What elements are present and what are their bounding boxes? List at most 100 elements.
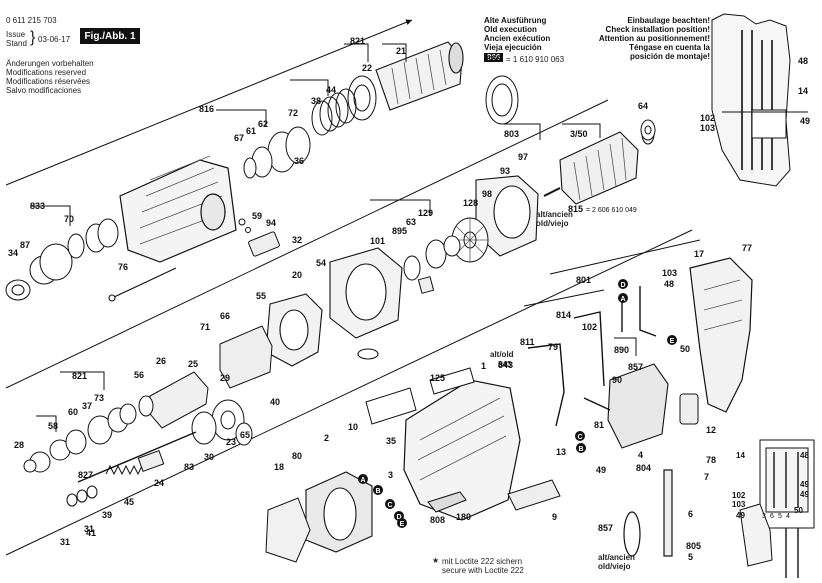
handle-17 — [689, 257, 753, 413]
alt-note-1a: alt/ancien — [536, 210, 573, 219]
part-label: 34 — [8, 248, 18, 258]
part-label: 70 — [64, 214, 74, 224]
install-note-line-5: posición de montaje! — [629, 52, 710, 61]
alt-note-3a: alt/ancien — [598, 553, 635, 562]
part-label: 94 — [266, 218, 276, 228]
part-label: 31 — [84, 524, 94, 534]
part-label: 93 — [500, 166, 510, 176]
inset-top-label: 102 — [700, 113, 715, 123]
part-label: 102 — [582, 322, 597, 332]
circle-marker-c-1: C — [385, 499, 395, 509]
part-label: 23 — [226, 437, 236, 447]
part-label: 821 — [350, 36, 365, 46]
cable-6 — [663, 469, 673, 557]
front-cap-parts — [5, 218, 119, 301]
loctite-line-1: mit Loctite 222 sichern — [442, 557, 523, 566]
circle-marker-c-2: C — [575, 431, 585, 441]
circle-marker-a-2: A — [618, 293, 628, 303]
intermediate-housing-54 — [329, 247, 403, 360]
part-label: 12 — [706, 425, 716, 435]
part-label: 73 — [94, 393, 104, 403]
inset-top-label: 49 — [800, 116, 810, 126]
part-label: 3/50 — [570, 129, 588, 139]
inset-bottom-label: 5 — [778, 513, 782, 520]
inset-handle-wiring — [711, 13, 808, 187]
notice-4: Salvo modificaciones — [6, 86, 82, 95]
circle-marker-a-1: A — [358, 474, 368, 484]
install-note-line-2: Check installation position! — [605, 25, 710, 34]
part-label: 180 — [456, 512, 471, 522]
part-label: 833 — [30, 201, 45, 211]
part-label: 815 — [568, 204, 583, 214]
notice-3: Modifications réservées — [6, 77, 91, 86]
part-label: 9 — [552, 512, 557, 522]
part-label: 98 — [482, 189, 492, 199]
part-label: 61 — [246, 126, 256, 136]
svg-text:B: B — [578, 446, 583, 453]
issue-date: 03-06-17 — [38, 35, 71, 44]
part-label: 21 — [396, 46, 406, 56]
part-label: 125 — [430, 373, 445, 383]
part-label: 811 — [520, 337, 535, 347]
part-label: 48 — [664, 279, 674, 289]
part-label: 857 — [598, 523, 613, 533]
inset-right-label: 48 — [800, 451, 809, 460]
shaft-76 — [108, 267, 177, 302]
part-label: 72 — [288, 108, 298, 118]
old-version-part-number: = 1 610 910 063 — [506, 55, 565, 64]
part-label: 79 — [548, 342, 558, 352]
loctite-line-2: secure with Loctite 222 — [442, 566, 524, 575]
inset-bottom-label: 3 — [762, 513, 766, 520]
shaft-24 — [77, 431, 197, 483]
part-label: 857 — [628, 362, 643, 372]
inset-left-label: 102 — [732, 491, 746, 500]
part-label: 87 — [20, 240, 30, 250]
part-label: 101 — [370, 236, 385, 246]
sleeve-66 — [219, 325, 273, 389]
axis-lines — [5, 19, 693, 556]
fan-impeller — [451, 217, 489, 263]
svg-text:A: A — [360, 477, 365, 484]
svg-text:C: C — [577, 434, 582, 441]
part-label: 128 — [463, 198, 478, 208]
inset-top-label: 48 — [798, 56, 808, 66]
part-label: 25 — [188, 359, 198, 369]
seal-857 — [623, 511, 641, 557]
figure-label: Fig./Abb. 1 — [80, 28, 140, 44]
spring-45 — [105, 464, 143, 476]
ref-number-815: = 2 606 610 049 — [586, 207, 637, 214]
part-label: 1 — [481, 361, 486, 371]
washers-41-31 — [66, 485, 98, 507]
inset-left-label: 49 — [736, 511, 745, 520]
part-label: 827 — [78, 470, 93, 480]
part-label: 866 — [486, 54, 501, 64]
part-label: 35 — [386, 436, 396, 446]
part-label: 90 — [612, 375, 622, 385]
armature-3 — [543, 123, 655, 205]
alt-note-2b: 843 — [498, 360, 512, 369]
install-note-line-4: Téngase en cuenta la — [629, 43, 710, 52]
part-label: 843 — [498, 360, 513, 370]
label-plates — [365, 367, 475, 425]
part-label: 6 — [688, 509, 693, 519]
label-frames — [30, 43, 701, 432]
part-label: 56 — [134, 370, 144, 380]
notice-1: Änderungen vorbehalten — [6, 59, 94, 68]
part-label: 38 — [311, 96, 321, 106]
part-label: 13 — [556, 447, 566, 457]
bearing-rings-895 — [403, 235, 461, 294]
part-label: 78 — [706, 455, 716, 465]
part-label: 10 — [348, 422, 358, 432]
stand-label: Stand — [6, 39, 27, 48]
part-label: 44 — [326, 85, 336, 95]
part-label: 24 — [154, 478, 164, 488]
old-version-line-1: Alte Ausführung — [484, 16, 547, 25]
circle-marker-b-2: B — [576, 443, 586, 453]
part-label: 39 — [102, 510, 112, 520]
part-label: 32 — [292, 235, 302, 245]
part-label: 30 — [204, 452, 214, 462]
striker-parts — [23, 403, 137, 473]
alt-note-3b: old/viejo — [598, 562, 631, 571]
part-label: 77 — [742, 243, 752, 253]
inset-bottom-label: 6 — [770, 513, 774, 520]
